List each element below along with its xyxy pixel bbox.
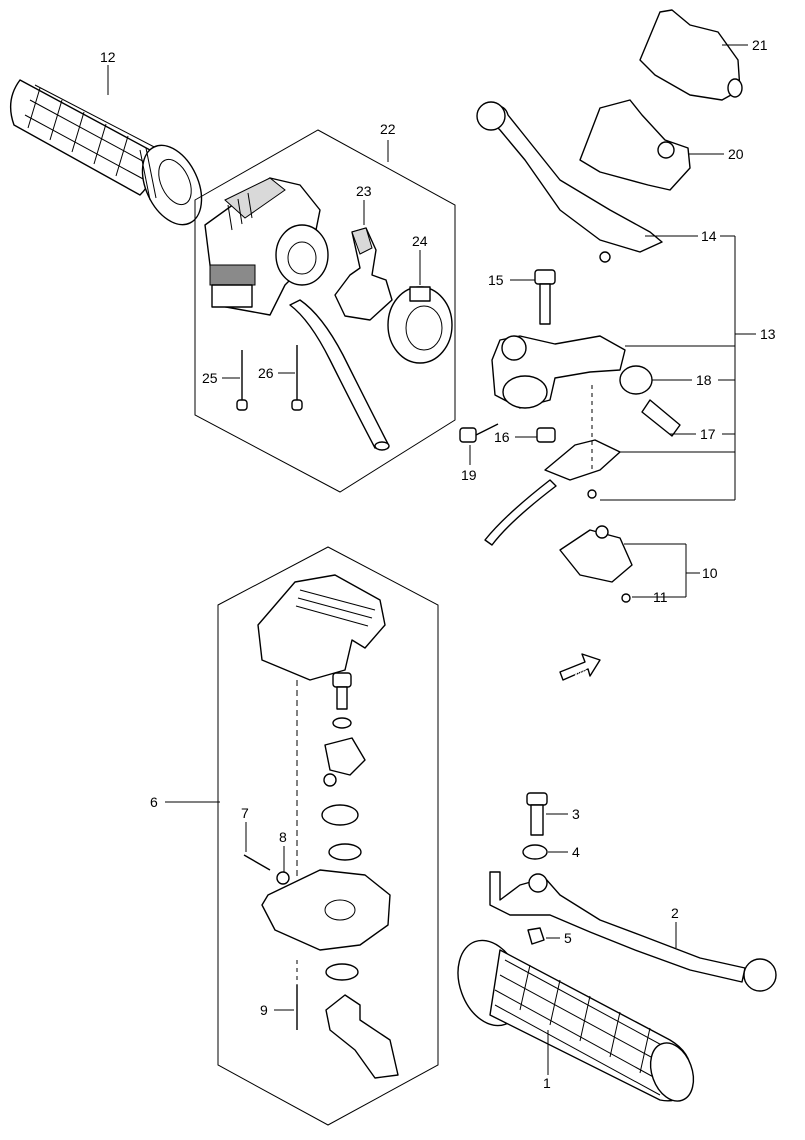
label-9: 9 — [260, 1002, 268, 1018]
label-3: 3 — [572, 806, 580, 822]
label-19: 19 — [461, 467, 477, 483]
label-14: 14 — [701, 228, 717, 244]
label-22: 22 — [380, 121, 396, 137]
fwd-arrow-icon: FWD — [559, 653, 601, 681]
label-7: 7 — [241, 805, 249, 821]
label-8: 8 — [279, 829, 287, 845]
label-18: 18 — [696, 372, 712, 388]
switch-assembly-22 — [194, 129, 456, 493]
clutch-lever-assembly — [459, 9, 743, 603]
label-25: 25 — [202, 370, 218, 386]
label-11: 11 — [653, 589, 668, 605]
label-24: 24 — [412, 233, 428, 249]
grip-part-12 — [9, 79, 203, 226]
part-labels: 12 22 23 24 25 26 21 20 14 13 15 18 17 1… — [100, 37, 776, 1091]
brake-lever-and-grip — [457, 792, 777, 1102]
label-17: 17 — [700, 426, 716, 442]
label-1: 1 — [543, 1075, 551, 1091]
leader-lines — [107, 44, 756, 1075]
label-2: 2 — [671, 905, 679, 921]
label-6: 6 — [150, 794, 158, 810]
throttle-housing-assembly-6 — [217, 546, 439, 1126]
label-20: 20 — [728, 146, 744, 162]
label-23: 23 — [356, 183, 372, 199]
label-5: 5 — [564, 930, 572, 946]
label-15: 15 — [488, 272, 504, 288]
label-4: 4 — [572, 844, 580, 860]
label-13: 13 — [760, 326, 776, 342]
label-10: 10 — [702, 565, 718, 581]
label-16: 16 — [494, 429, 510, 445]
label-21: 21 — [752, 37, 768, 53]
fwd-label: FWD — [568, 668, 589, 678]
label-26: 26 — [258, 365, 274, 381]
label-12: 12 — [100, 49, 116, 65]
